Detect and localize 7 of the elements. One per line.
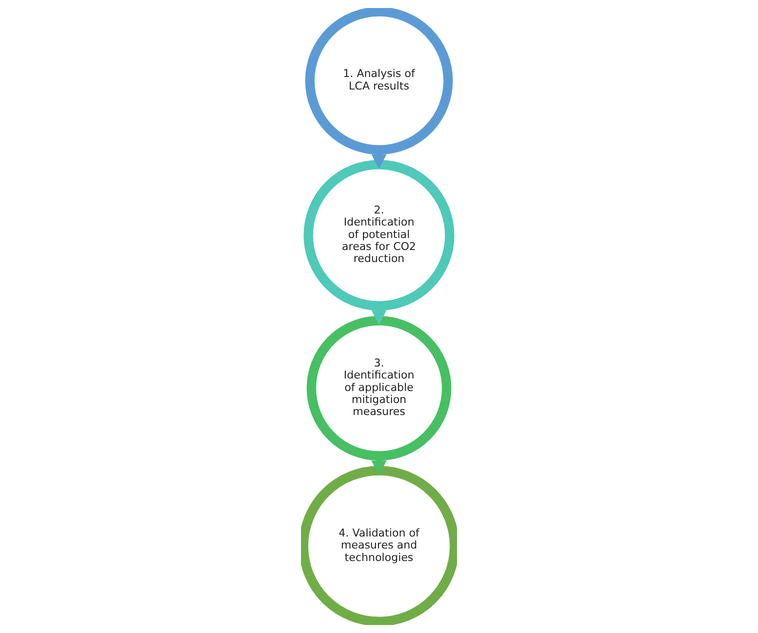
arrow [371, 310, 387, 325]
node-circle: 3. Identification of applicable mitigation measures [306, 316, 452, 461]
node-circle: 1. Analysis of LCA results [305, 8, 453, 155]
node-circle: 4. Validation of measures and technologies [301, 466, 457, 625]
arrow [371, 460, 387, 476]
arrow [371, 154, 387, 169]
node-circle: 2. Identification of potential areas for CO2 reduction [304, 160, 454, 311]
